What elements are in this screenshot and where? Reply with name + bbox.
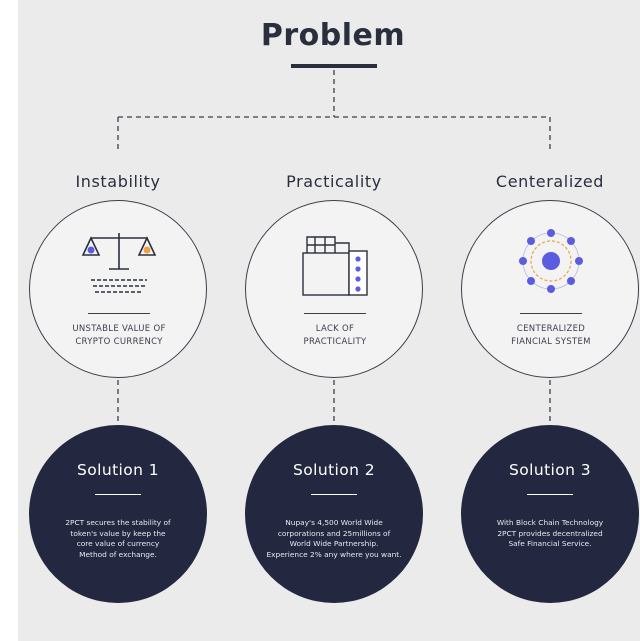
- solution-line: Experience 2% any where you want.: [266, 549, 402, 559]
- solution-description: 2PCT secures the stability of token's va…: [49, 518, 187, 560]
- divider: [88, 313, 150, 314]
- description-line: FIANCIAL SYSTEM: [511, 337, 591, 347]
- solution-title: Solution 2: [293, 461, 375, 479]
- solution-line: Method of exchange.: [79, 549, 157, 559]
- category-label-instability: Instability: [75, 172, 161, 191]
- title-underline: [291, 64, 377, 68]
- solution-line: token's value by keep the: [70, 528, 166, 538]
- solution-description: Nupay's 4,500 World Wide corporations an…: [265, 518, 403, 560]
- divider: [95, 494, 141, 496]
- problem-description: LACK OF PRACTICALITY: [260, 323, 410, 349]
- description-line: UNSTABLE VALUE OF: [72, 324, 166, 334]
- solution-circle-2: Solution 2 Nupay's 4,500 World Wide corp…: [245, 425, 423, 603]
- problem-description: CENTERALIZED FIANCIAL SYSTEM: [476, 323, 626, 349]
- solution-circle-3: Solution 3 With Block Chain Technology 2…: [461, 425, 639, 603]
- solution-line: With Block Chain Technology: [496, 518, 604, 527]
- solution-line: Nupay's 4,500 World Wide: [285, 518, 383, 527]
- solution-line: 2PCT secures the stability of: [65, 518, 171, 527]
- problem-circle-practicality: LACK OF PRACTICALITY: [245, 200, 423, 378]
- solution-line: Safe Financial Service.: [508, 539, 592, 548]
- description-line: CENTERALIZED: [516, 324, 586, 334]
- building-icon: [302, 236, 368, 296]
- solution-description: With Block Chain Technology 2PCT provide…: [481, 518, 619, 550]
- description-line: LACK OF: [315, 324, 355, 334]
- description-line: CRYPTO CURRENCY: [75, 337, 163, 347]
- description-line: PRACTICALITY: [303, 337, 367, 347]
- divider: [304, 313, 366, 314]
- solution-line: core value of currency: [76, 539, 160, 548]
- network-orbit-icon: [519, 229, 583, 293]
- divider: [527, 494, 573, 496]
- category-label-centeralized: Centeralized: [495, 172, 605, 191]
- divider: [311, 494, 357, 496]
- solution-line: 2PCT provides decentralized: [497, 528, 603, 538]
- solution-title: Solution 1: [77, 461, 159, 479]
- problem-description: UNSTABLE VALUE OF CRYPTO CURRENCY: [44, 323, 194, 349]
- solution-title: Solution 3: [509, 461, 591, 479]
- problem-circle-centeralized: CENTERALIZED FIANCIAL SYSTEM: [461, 200, 639, 378]
- divider: [520, 313, 582, 314]
- balance-scale-icon: [81, 233, 157, 293]
- solution-line: World Wide Partnership.: [289, 539, 379, 548]
- page-title: Problem: [260, 18, 406, 53]
- solution-line: corporations and 25millions of: [277, 528, 391, 538]
- problem-circle-instability: UNSTABLE VALUE OF CRYPTO CURRENCY: [29, 200, 207, 378]
- category-label-practicality: Practicality: [286, 172, 382, 191]
- solution-circle-1: Solution 1 2PCT secures the stability of…: [29, 425, 207, 603]
